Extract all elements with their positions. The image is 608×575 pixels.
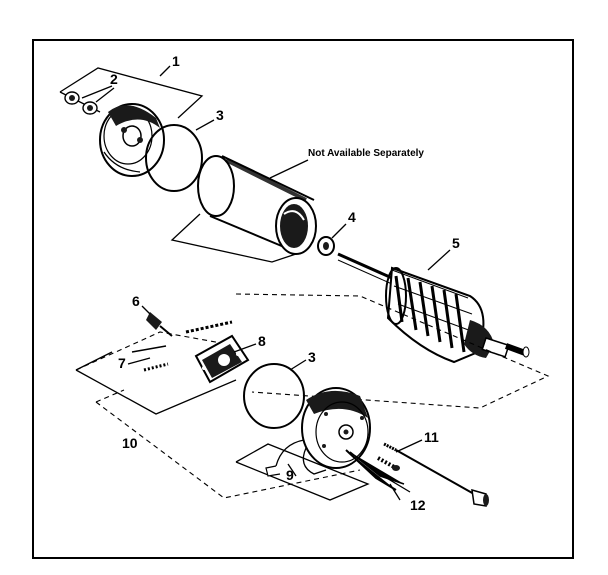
callout-12: 12 (410, 497, 426, 513)
callout-3-lower: 3 (308, 349, 316, 365)
callout-10: 10 (122, 435, 138, 451)
rear-end-cap (235, 387, 405, 501)
callout-5: 5 (452, 235, 460, 251)
callout-11: 11 (424, 429, 439, 445)
through-bolt (383, 442, 489, 507)
end-cap-assembly (59, 67, 204, 177)
diagram-frame (32, 39, 574, 559)
o-ring-lower (243, 363, 305, 429)
callout-4: 4 (348, 209, 356, 225)
leader-lines (81, 65, 451, 501)
brush-holder-plate (194, 334, 250, 384)
callout-7: 7 (118, 355, 126, 371)
callout-9: 9 (286, 467, 294, 483)
armature (337, 252, 530, 364)
small-spring (377, 456, 411, 493)
callout-3-upper: 3 (216, 107, 224, 123)
motor-housing (170, 155, 317, 263)
callout-6: 6 (132, 293, 140, 309)
callout-8: 8 (258, 333, 266, 349)
o-ring-upper (145, 124, 203, 192)
note-not-available: Not Available Separately (308, 148, 424, 159)
callout-2: 2 (110, 71, 118, 87)
brush-and-screws (75, 312, 237, 415)
callout-1: 1 (172, 53, 180, 69)
